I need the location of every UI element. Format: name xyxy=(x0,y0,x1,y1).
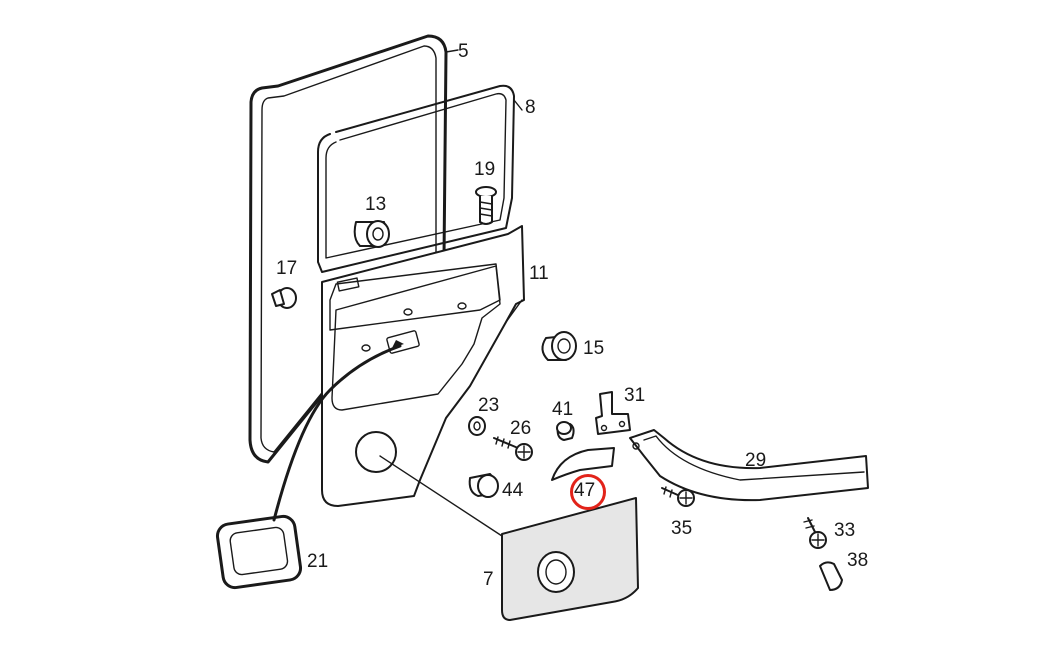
part-21-seal xyxy=(215,514,303,590)
callout-17: 17 xyxy=(276,258,298,279)
callout-41: 41 xyxy=(552,399,574,420)
callout-15: 15 xyxy=(583,338,605,359)
part-33-screw xyxy=(803,517,827,549)
callout-5: 5 xyxy=(458,41,469,62)
callout-8: 8 xyxy=(525,97,536,118)
leader-7 xyxy=(379,455,503,537)
part-15-clip xyxy=(541,331,577,361)
callout-11: 11 xyxy=(529,263,549,284)
callout-21: 21 xyxy=(307,551,329,572)
callout-38: 38 xyxy=(847,550,869,571)
callout-7: 7 xyxy=(483,569,494,590)
part-44-clip xyxy=(468,473,499,498)
callout-19: 19 xyxy=(474,159,496,180)
callout-44: 44 xyxy=(502,480,524,501)
part-47-insert xyxy=(551,447,615,481)
part-29-armrest xyxy=(629,429,869,502)
callout-35: 35 xyxy=(671,518,693,539)
part-23-nut xyxy=(468,416,486,436)
part-17-clip xyxy=(271,287,297,309)
highlight-circle-47 xyxy=(570,474,606,510)
leader-21-arrow xyxy=(392,340,404,348)
part-38-cap xyxy=(819,561,843,591)
callout-13: 13 xyxy=(365,194,387,215)
callout-29: 29 xyxy=(745,450,767,471)
callout-33: 33 xyxy=(834,520,856,541)
part-26-screw xyxy=(493,436,533,461)
part-31-bracket xyxy=(595,391,631,435)
callout-31: 31 xyxy=(624,385,646,406)
part-41-clip xyxy=(556,421,575,441)
part-13-clip xyxy=(353,220,390,248)
part-11-door-panel xyxy=(321,225,525,507)
part-35-screw xyxy=(661,486,695,507)
leader-21 xyxy=(272,344,402,522)
part-8-inner-frame xyxy=(317,84,523,273)
part-5-door-seal xyxy=(248,34,459,464)
part-19-screw xyxy=(475,186,497,225)
callout-23: 23 xyxy=(478,395,500,416)
callout-26: 26 xyxy=(510,418,532,439)
part-7-cover xyxy=(501,497,639,621)
